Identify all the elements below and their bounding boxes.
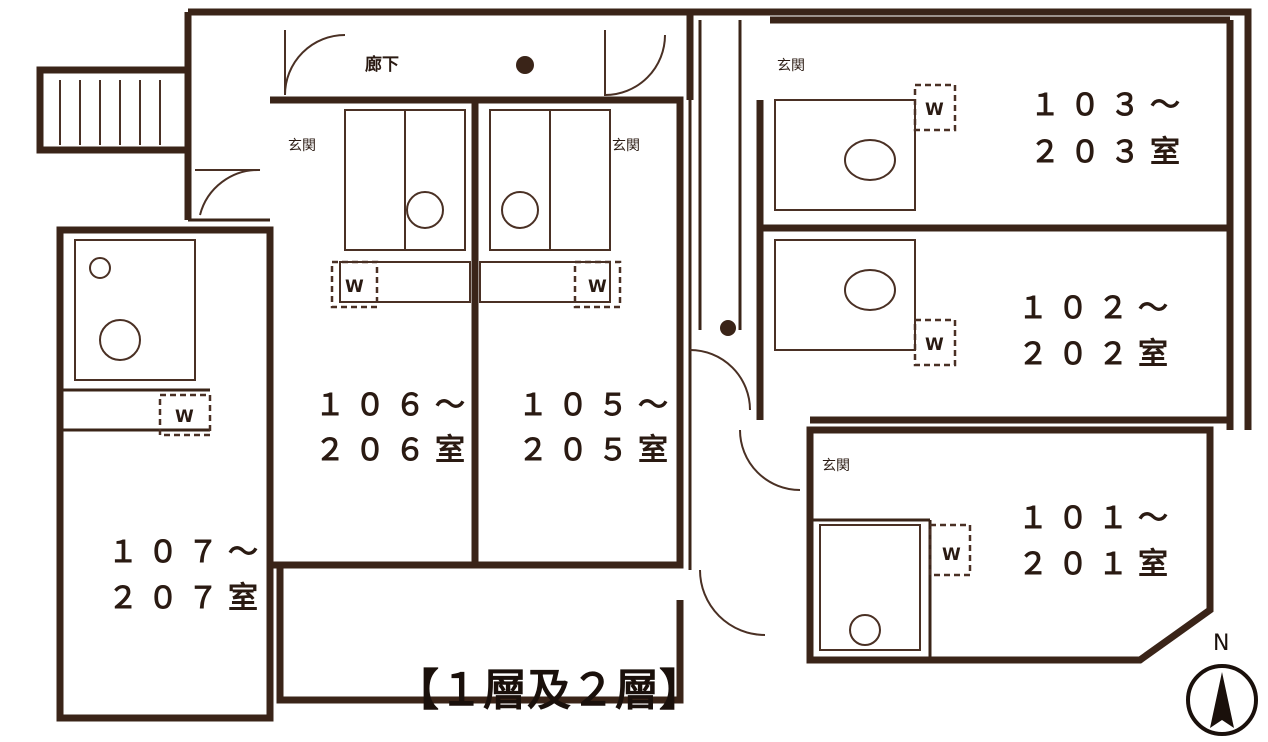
- wardrobe-label-106: W: [345, 277, 364, 297]
- entrance-label-105: 玄関: [612, 137, 640, 154]
- room-102-line1: １０２～: [1018, 291, 1178, 326]
- room-106-line2: ２０６室: [315, 433, 475, 468]
- floor-title: 【１層及２層】: [395, 665, 703, 716]
- small-labels: 廊下 玄関 玄関 玄関 玄関 W W W W W W: [175, 54, 961, 565]
- room-105-line1: １０５～: [518, 388, 678, 423]
- entrance-label-101: 玄関: [822, 457, 850, 474]
- room-103-line2: ２０３室: [1030, 135, 1190, 170]
- interior-walls: [60, 20, 1234, 660]
- north-label: N: [1213, 631, 1229, 656]
- room-105-line2: ２０５室: [518, 433, 678, 468]
- room-102-line2: ２０２室: [1018, 337, 1178, 372]
- room-labels: １０３～ ２０３室 １０２～ ２０２室 １０１～ ２０１室 １０６～ ２０６室 …: [108, 88, 1190, 616]
- room-107-line1: １０７～: [108, 535, 268, 570]
- room-106-line1: １０６～: [315, 388, 475, 423]
- doors: [195, 30, 801, 636]
- wardrobe-label-105: W: [588, 277, 607, 297]
- corridor-label: 廊下: [365, 54, 399, 75]
- north-arrow-icon: N: [1186, 631, 1258, 736]
- wardrobe-label-102: W: [925, 335, 944, 355]
- wardrobe-label-103: W: [925, 100, 944, 120]
- room-101-line1: １０１～: [1018, 501, 1178, 536]
- entrance-label-106: 玄関: [288, 137, 316, 154]
- wardrobe-label-107: W: [175, 407, 194, 427]
- fixtures: [59, 56, 921, 651]
- closets: [158, 83, 972, 577]
- room-103-line1: １０３～: [1030, 88, 1190, 123]
- room-101-line2: ２０１室: [1018, 547, 1178, 582]
- entrance-label-103: 玄関: [777, 57, 805, 74]
- wardrobe-label-101: W: [942, 545, 961, 565]
- room-107-line2: ２０７室: [108, 581, 268, 616]
